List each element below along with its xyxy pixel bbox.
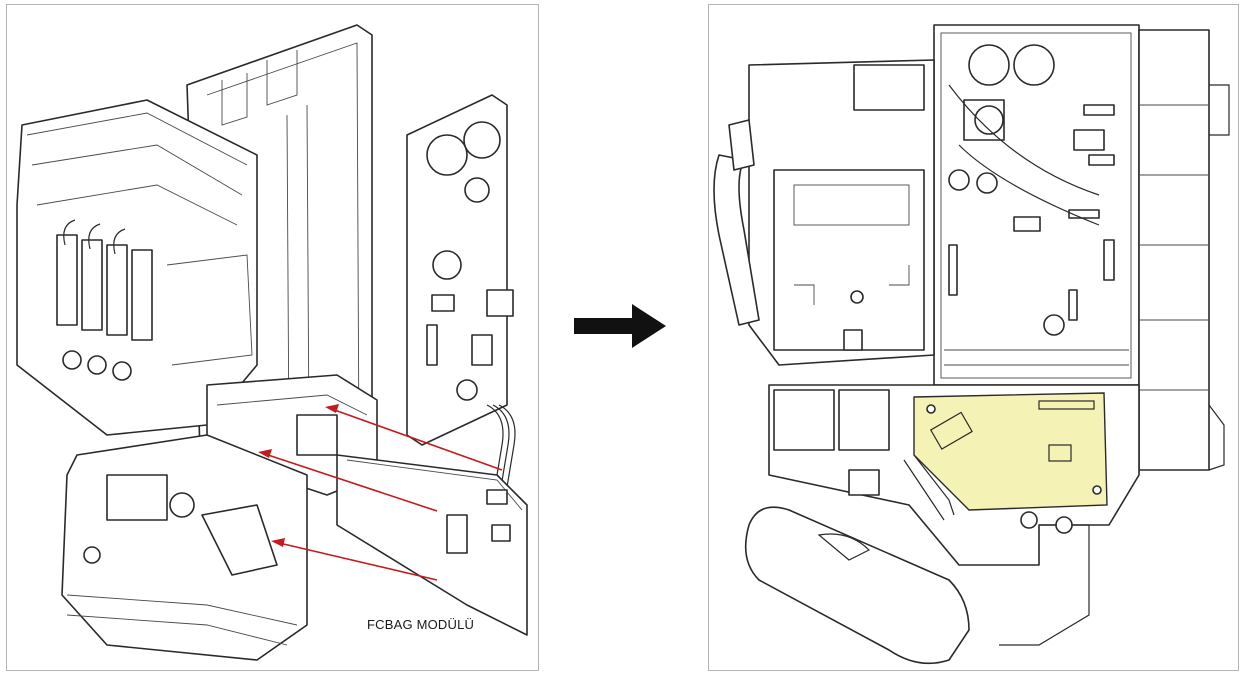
- insertion-arrows: [258, 404, 503, 581]
- main-control-board: [933, 24, 1140, 386]
- exploded-view-drawing: [16, 24, 528, 661]
- right-arrow-icon: [574, 304, 666, 348]
- fcbag-board-highlight: [913, 392, 1108, 511]
- bottom-chute: [744, 454, 1090, 665]
- exploded-view-panel: FCBAG MODÜLÜ: [6, 4, 539, 671]
- fcbag-module-label: FCBAG MODÜLÜ: [367, 617, 475, 632]
- coin-mechanism: [713, 59, 935, 366]
- housing-base: [61, 434, 308, 661]
- fcbag-module: [336, 454, 528, 636]
- control-pcb: [406, 94, 516, 506]
- assembled-view-drawing: [713, 24, 1230, 665]
- storage-column: [1138, 29, 1230, 471]
- coin-selector-body: [16, 99, 258, 436]
- assembled-view-panel: [708, 4, 1239, 671]
